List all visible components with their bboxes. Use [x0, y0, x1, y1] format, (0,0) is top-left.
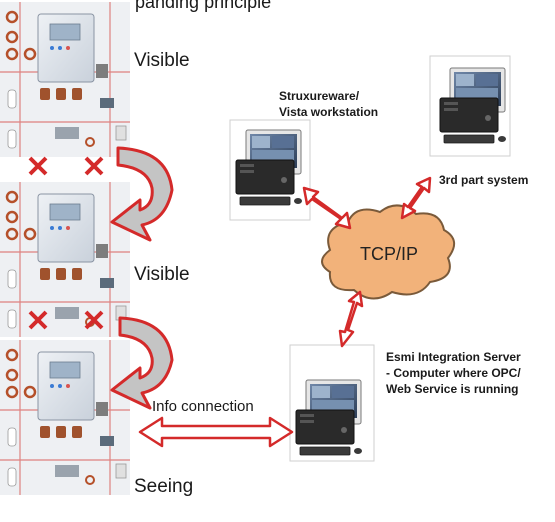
- tcpip-label: TCP/IP: [360, 244, 419, 264]
- integration-server-computer-icon: [295, 379, 363, 456]
- panel-3-label: Seeing: [134, 476, 194, 497]
- workstation-label-line-1: Struxureware/: [279, 89, 360, 103]
- third-party-link-arrow-icon: [400, 176, 432, 220]
- workstation-label-line-2: Vista workstation: [279, 105, 379, 119]
- integration-server-label: Esmi Integration Server - Computer where…: [386, 349, 521, 397]
- loop-arrow-icon: [110, 146, 174, 242]
- integration-server-label-line-1: Esmi Integration Server: [386, 350, 521, 364]
- workstation-label: Struxureware/ Vista workstation: [279, 88, 378, 120]
- info-connection-label: Info connection: [152, 398, 254, 415]
- loop-arrow-icon: [110, 316, 174, 410]
- panel-2-label: Visible: [134, 264, 190, 285]
- device-panel-2: [0, 180, 132, 339]
- server-link-arrow-icon: [338, 290, 364, 348]
- device-panel-1: [0, 0, 132, 159]
- tcpip-cloud-icon: [321, 204, 455, 300]
- break-marker-icon: [28, 156, 104, 330]
- third-party-computer-icon: [439, 67, 507, 144]
- workstation-link-arrow-icon: [302, 186, 352, 230]
- third-party-label: 3rd part system: [439, 173, 529, 187]
- panel-1-label: Visible: [134, 50, 190, 71]
- integration-server-label-line-2: - Computer where OPC/: [386, 366, 521, 380]
- workstation-computer-icon: [235, 129, 303, 206]
- heading-fragment: panding principle: [135, 0, 272, 12]
- info-connection-arrow-icon: [138, 416, 294, 448]
- integration-server-label-line-3: Web Service is running: [386, 382, 519, 396]
- device-panel-3: [0, 338, 132, 497]
